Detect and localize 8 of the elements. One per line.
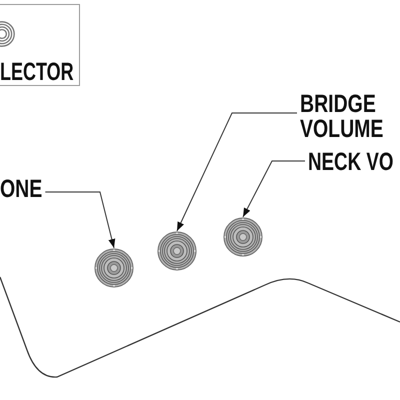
panel-label: LECTOR <box>0 60 74 85</box>
leader-arrow <box>44 192 116 248</box>
leader-arrow <box>242 160 306 218</box>
callout-label: BRIDGE VOLUME <box>300 92 386 142</box>
callout-label: NECK VO <box>308 150 394 175</box>
callout-label: ONE <box>0 177 42 202</box>
control-panel <box>0 4 80 86</box>
leader-arrow <box>176 112 298 232</box>
